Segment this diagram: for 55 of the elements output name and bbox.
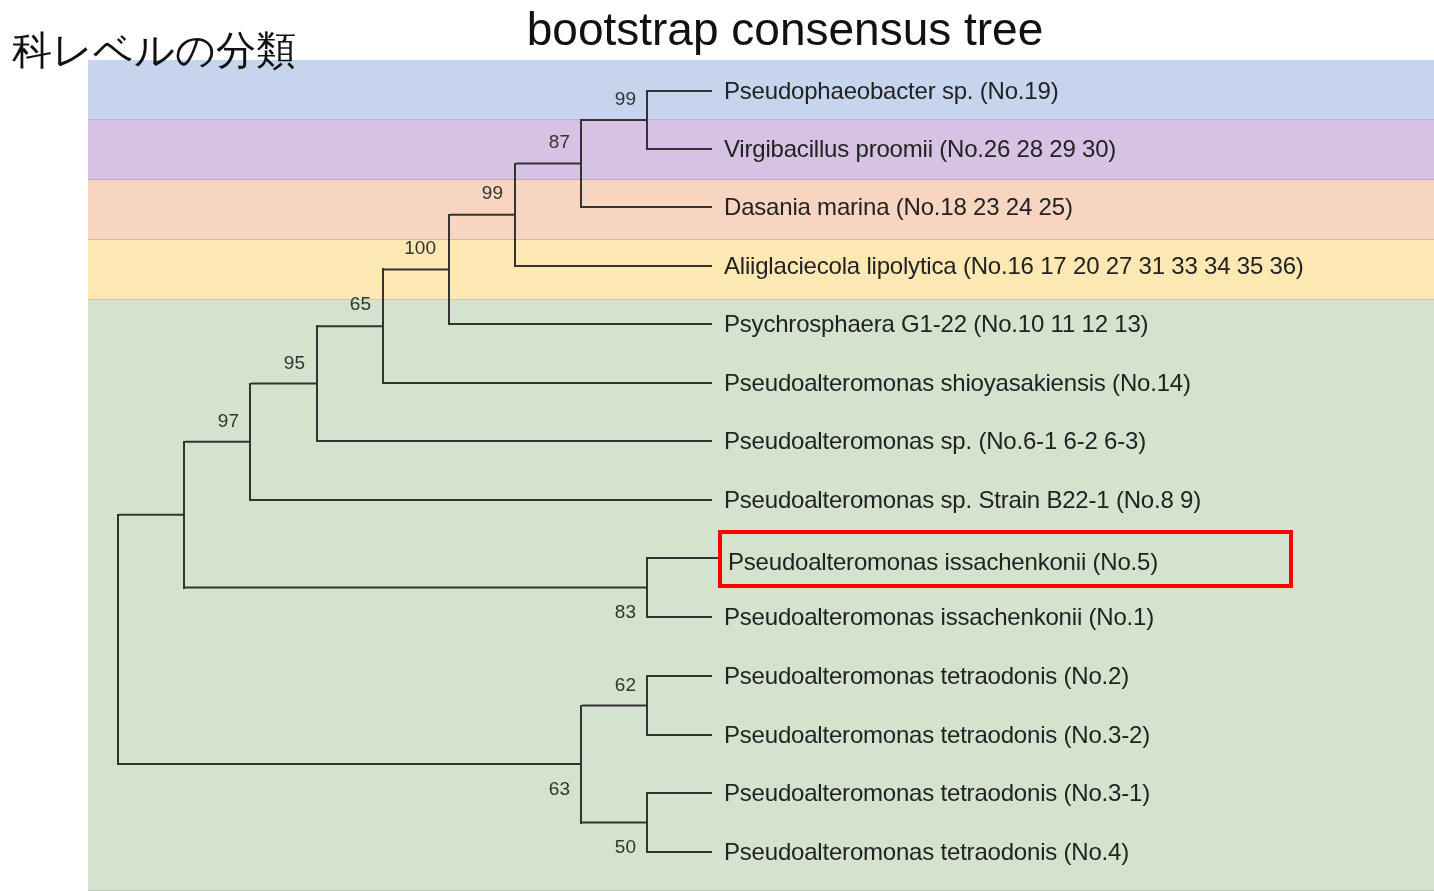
taxon-label: Dasania marina (No.18 23 24 25) [712,191,1073,223]
tree-branch [449,323,713,325]
tree-branch [647,792,713,794]
family-band [88,120,1434,180]
tree-branch [581,206,713,208]
tree-branch [317,440,713,442]
bootstrap-value: 99 [613,89,636,109]
highlight-frame [718,530,1293,588]
tree-branch [250,499,713,501]
tree-branch [317,325,383,328]
tree-branch [647,616,713,618]
tree-branch [184,586,647,589]
bootstrap-value: 65 [348,294,371,314]
tree-branch [118,513,184,516]
taxon-label: Pseudoalteromonas issachenkonii (No.1) [712,601,1154,633]
taxon-label: Pseudoalteromonas sp. (No.6-1 6-2 6-3) [712,425,1146,457]
tree-branch [581,119,647,121]
tree-branch [383,268,449,271]
taxon-label: Virgibacillus proomii (No.26 28 29 30) [712,133,1117,165]
bootstrap-value: 63 [547,779,570,799]
tree-branch [581,821,647,824]
tree-branch [515,162,581,165]
tree-branch [647,90,713,92]
tree-branch [647,148,713,150]
bootstrap-value: 62 [613,675,636,695]
tree-branch [647,734,713,736]
tree-branch [581,704,647,707]
chart-title: bootstrap consensus tree [525,4,1045,55]
taxon-label: Pseudoalteromonas issachenkonii (No.5) [726,546,1158,578]
taxon-label: Pseudoalteromonas tetraodonis (No.3-1) [712,777,1150,809]
taxon-label: Pseudoalteromonas tetraodonis (No.2) [712,660,1130,692]
tree-branch [184,440,250,443]
taxon-label: Pseudoalteromonas tetraodonis (No.4) [712,836,1130,868]
tree-branch [647,851,713,853]
bootstrap-value: 83 [613,602,636,622]
taxon-label: Pseudophaeobacter sp. (No.19) [712,75,1059,107]
tree-branch [647,675,713,677]
taxon-label: Pseudoalteromonas sp. Strain B22-1 (No.8 9) [712,484,1201,516]
bootstrap-value: 95 [282,353,305,373]
bootstrap-value: 97 [216,411,239,431]
bootstrap-value: 99 [480,183,503,203]
taxon-label: Pseudoalteromonas shioyasakiensis (No.14) [712,367,1191,399]
classification-heading: 科レベルの分類 [12,26,296,74]
taxon-label: Pseudoalteromonas tetraodonis (No.3-2) [712,719,1150,751]
family-band [88,180,1434,240]
taxon-label: Psychrosphaera G1-22 (No.10 11 12 13) [712,308,1149,340]
bootstrap-value: 100 [403,238,436,258]
tree-branch [383,382,713,384]
tree-branch [449,213,515,216]
bootstrap-value: 50 [613,837,636,857]
tree-branch [250,382,317,385]
taxon-label: Aliiglaciecola lipolytica (No.16 17 20 27 31 33 34 35 36) [712,250,1304,282]
tree-branch [515,265,713,267]
tree-branch [118,763,581,765]
bootstrap-value: 87 [547,132,570,152]
